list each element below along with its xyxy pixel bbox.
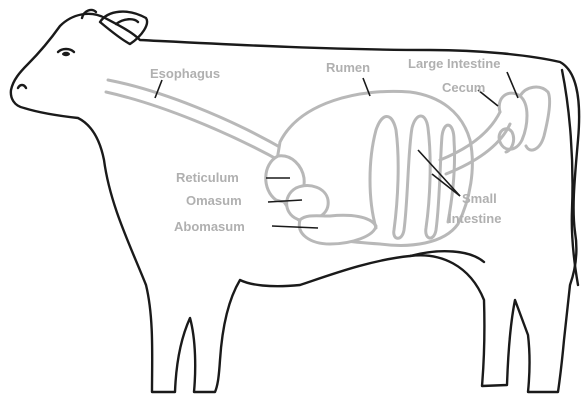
large-intestine-organ <box>499 93 527 152</box>
label-omasum: Omasum <box>186 193 242 208</box>
label-large-intestine: Large Intestine <box>408 56 500 71</box>
label-rumen: Rumen <box>326 60 370 75</box>
cow-ear-inner <box>116 19 138 24</box>
label-reticulum: Reticulum <box>176 170 239 185</box>
cow-eye <box>58 49 74 52</box>
label-small-intestine-line1: Small <box>462 191 497 206</box>
esophagus-tube-lower <box>106 92 282 162</box>
label-abomasum: Abomasum <box>174 219 245 234</box>
label-esophagus: Esophagus <box>150 66 220 81</box>
label-cecum: Cecum <box>442 80 485 95</box>
cow-eye-pupil <box>62 52 70 56</box>
cow-nostril <box>18 85 26 88</box>
label-small-intestine-line2: Intestine <box>448 211 501 226</box>
esophagus-tube-upper <box>108 80 285 150</box>
cecum-organ <box>520 87 550 150</box>
